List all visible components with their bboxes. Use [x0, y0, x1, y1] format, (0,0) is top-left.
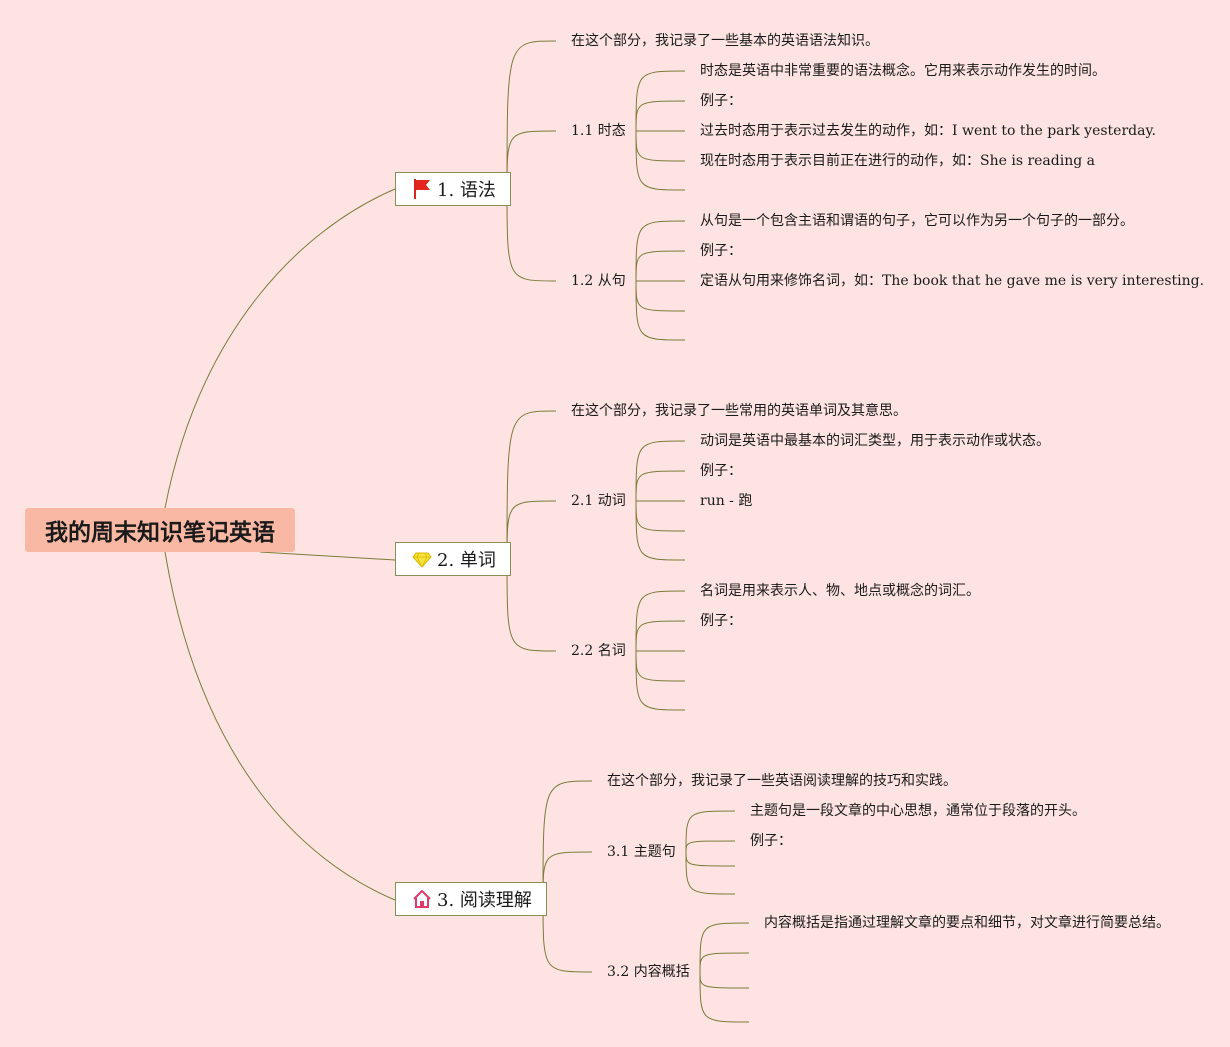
- clause-leaf-3[interactable]: 定语从句用来修饰名词，如：The book that he gave me is…: [700, 273, 1205, 289]
- connector-3: [506, 40, 557, 190]
- topic-sentence-leaf-2[interactable]: 例子：: [750, 833, 792, 849]
- connector-34: [685, 851, 736, 867]
- red-flag-icon: [412, 178, 432, 200]
- noun-leaf-1[interactable]: 名词是用来表示人、物、地点或概念的词汇。: [700, 583, 980, 599]
- topic-summary[interactable]: 3.2 内容概括: [607, 964, 690, 980]
- connector-10: [635, 130, 686, 191]
- connector-20: [635, 470, 686, 502]
- connector-33: [685, 840, 736, 853]
- connector-16: [506, 410, 557, 561]
- topic-sentence-leaf-1[interactable]: 主题句是一段文章的中心思想，通常位于段落的开头。: [750, 803, 1086, 819]
- branch-vocabulary-label: 2. 单词: [437, 550, 496, 571]
- connector-0: [164, 188, 396, 509]
- topic-topic-sentence[interactable]: 3.1 主题句: [607, 844, 676, 860]
- connector-22: [635, 500, 686, 532]
- connector-6: [635, 70, 686, 132]
- connector-17: [506, 500, 557, 561]
- connector-31: [542, 899, 593, 973]
- connector-25: [635, 620, 686, 652]
- connector-35: [685, 851, 736, 895]
- connector-12: [635, 250, 686, 282]
- reading-intro[interactable]: 在这个部分，我记录了一些英语阅读理解的技巧和实践。: [607, 773, 957, 789]
- connector-9: [635, 130, 686, 162]
- connector-2: [164, 551, 396, 901]
- connector-30: [542, 851, 593, 901]
- branch-grammar-label: 1. 语法: [437, 180, 496, 201]
- branch-vocabulary[interactable]: 2. 单词: [395, 542, 511, 576]
- connector-29: [542, 780, 593, 901]
- clause-leaf-1[interactable]: 从句是一个包含主语和谓语的句子，它可以作为另一个句子的一部分。: [700, 213, 1134, 229]
- noun-leaf-2[interactable]: 例子：: [700, 613, 742, 629]
- summary-leaf-1[interactable]: 内容概括是指通过理解文章的要点和细节，对文章进行简要总结。: [764, 915, 1170, 931]
- connector-32: [685, 810, 736, 853]
- home-icon: [412, 888, 432, 910]
- topic-tense[interactable]: 1.1 时态: [571, 123, 626, 139]
- connector-27: [635, 650, 686, 682]
- connector-37: [699, 952, 750, 973]
- verb-leaf-1[interactable]: 动词是英语中最基本的词汇类型，用于表示动作或状态。: [700, 433, 1050, 449]
- connector-4: [506, 130, 557, 190]
- branch-reading-label: 3. 阅读理解: [437, 890, 532, 911]
- connector-15: [635, 280, 686, 341]
- connector-1: [259, 551, 396, 561]
- topic-clause[interactable]: 1.2 从句: [571, 273, 626, 289]
- tense-leaf-2[interactable]: 例子：: [700, 93, 742, 109]
- branch-grammar[interactable]: 1. 语法: [395, 172, 511, 206]
- connector-18: [506, 559, 557, 652]
- topic-noun[interactable]: 2.2 名词: [571, 643, 626, 659]
- diamond-icon: [412, 548, 432, 570]
- connector-5: [506, 188, 557, 282]
- tense-leaf-4[interactable]: 现在时态用于表示目前正在进行的动作，如：She is reading a: [700, 153, 1095, 169]
- verb-leaf-2[interactable]: 例子：: [700, 463, 742, 479]
- tense-leaf-1[interactable]: 时态是英语中非常重要的语法概念。它用来表示动作发生的时间。: [700, 63, 1106, 79]
- connector-23: [635, 500, 686, 561]
- tense-leaf-3[interactable]: 过去时态用于表示过去发生的动作，如：I went to the park yes…: [700, 123, 1156, 139]
- topic-verb[interactable]: 2.1 动词: [571, 493, 626, 509]
- branch-reading[interactable]: 3. 阅读理解: [395, 882, 547, 916]
- connector-19: [635, 440, 686, 502]
- connector-7: [635, 100, 686, 132]
- clause-leaf-2[interactable]: 例子：: [700, 243, 742, 259]
- vocabulary-intro[interactable]: 在这个部分，我记录了一些常用的英语单词及其意思。: [571, 403, 907, 419]
- connector-14: [635, 280, 686, 312]
- grammar-intro[interactable]: 在这个部分，我记录了一些基本的英语语法知识。: [571, 33, 879, 49]
- connector-39: [699, 971, 750, 1023]
- connector-11: [635, 220, 686, 282]
- root-topic[interactable]: 我的周末知识笔记英语: [25, 508, 295, 552]
- verb-leaf-3[interactable]: run - 跑: [700, 493, 753, 509]
- connector-28: [635, 650, 686, 711]
- connector-38: [699, 971, 750, 989]
- connector-36: [699, 922, 750, 973]
- connector-24: [635, 590, 686, 652]
